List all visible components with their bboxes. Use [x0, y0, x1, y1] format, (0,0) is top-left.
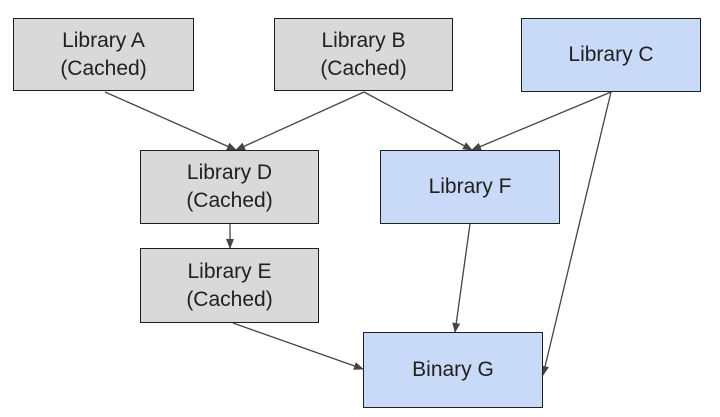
node-library-e: Library E (Cached)	[140, 248, 319, 323]
edge-b-to-f	[363, 91, 473, 151]
node-library-d: Library D (Cached)	[140, 150, 319, 224]
node-library-a: Library A (Cached)	[13, 18, 194, 91]
edge-a-to-d	[104, 91, 237, 151]
node-binary-g-title: Binary G	[412, 358, 494, 381]
edge-b-to-d	[235, 91, 365, 151]
node-library-a-title: Library A	[62, 28, 145, 52]
node-library-c: Library C	[521, 18, 701, 92]
node-library-b-title: Library B	[321, 28, 406, 52]
node-library-b: Library B (Cached)	[274, 18, 453, 91]
edge-c-to-g	[541, 91, 612, 376]
edge-e-to-g	[232, 322, 364, 370]
edge-f-to-g	[452, 223, 471, 333]
node-library-f: Library F	[380, 150, 560, 224]
node-library-e-status: (Cached)	[186, 287, 273, 311]
node-library-c-title: Library C	[568, 43, 654, 66]
node-binary-g: Binary G	[363, 332, 543, 408]
node-library-a-status: (Cached)	[60, 56, 147, 80]
node-library-d-status: (Cached)	[186, 189, 273, 212]
node-library-b-status: (Cached)	[320, 56, 407, 80]
node-library-f-title: Library F	[428, 175, 512, 198]
edge-c-to-f	[471, 91, 612, 151]
node-library-e-title: Library E	[187, 259, 272, 283]
node-library-d-title: Library D	[186, 161, 273, 184]
